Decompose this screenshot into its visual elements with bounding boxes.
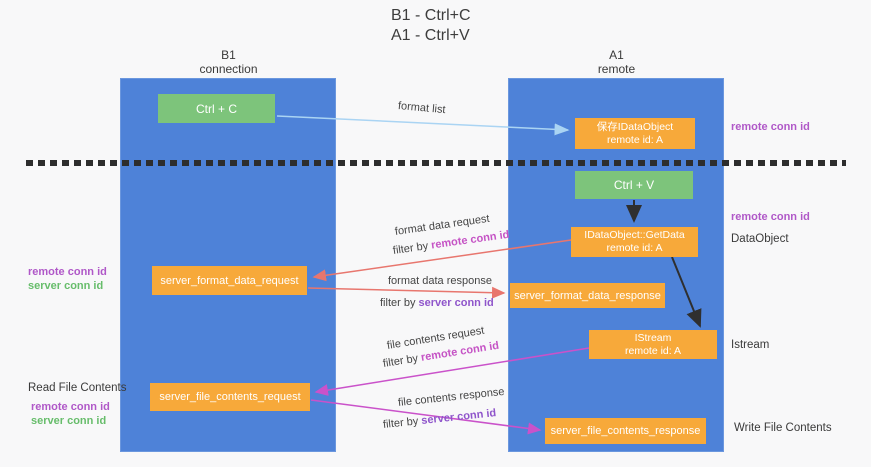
server-format-data-response-label: server_format_data_response xyxy=(514,289,661,302)
lane-title-b1: B1 connection xyxy=(120,48,337,76)
arrow-format-list xyxy=(276,115,570,136)
arrow-file-contents-response xyxy=(310,399,542,435)
ctrl-c-box: Ctrl + C xyxy=(158,94,275,123)
server-conn-id-annotation-left-bottom: server conn id xyxy=(31,415,107,427)
save-idataobject-label: 保存IDataObject xyxy=(596,120,674,133)
read-file-contents-annotation: Read File Contents xyxy=(28,382,127,394)
lane-a1-name: A1 xyxy=(609,48,624,62)
clipboard-boundary-divider xyxy=(26,160,846,166)
save-idataobject-remote-id: remote id: A xyxy=(606,133,664,146)
istream-label: IStream xyxy=(634,331,672,344)
server-file-contents-request-box: server_file_contents_request xyxy=(150,383,310,411)
server-conn-id-annotation-left-top: server conn id xyxy=(28,280,104,292)
remote-conn-id-annotation-left-bottom: remote conn id xyxy=(31,401,110,413)
diagram-title: B1 - Ctrl+C A1 - Ctrl+V xyxy=(391,6,471,46)
arrow-file-contents-request xyxy=(314,347,590,397)
server-file-contents-request-label: server_file_contents_request xyxy=(159,391,301,403)
arrow-format-data-response xyxy=(307,286,506,299)
remote-conn-id-annotation-right-top: remote conn id xyxy=(731,121,810,133)
server-format-data-response-box: server_format_data_response xyxy=(510,283,665,308)
lane-a1-subtitle: remote xyxy=(597,62,636,76)
remote-conn-id-annotation-left-top: remote conn id xyxy=(28,266,107,278)
remote-conn-id-annotation-right-mid: remote conn id xyxy=(731,211,810,223)
server-file-contents-response-label: server_file_contents_response xyxy=(550,425,701,437)
save-idataobject-box: 保存IDataObject remote id: A xyxy=(575,118,695,149)
getdata-label: IDataObject::GetData xyxy=(584,229,685,241)
server-format-data-request-box: server_format_data_request xyxy=(152,266,307,295)
lane-b1-name: B1 xyxy=(221,48,236,62)
lane-b1-subtitle: connection xyxy=(199,62,258,76)
istream-remote-id: remote id: A xyxy=(624,344,682,357)
server-format-data-request-label: server_format_data_request xyxy=(160,274,299,287)
server-file-contents-response-box: server_file_contents_response xyxy=(545,418,706,444)
ctrl-v-label: Ctrl + V xyxy=(613,178,655,192)
getdata-remote-id: remote id: A xyxy=(606,242,663,254)
lane-title-a1: A1 remote xyxy=(508,48,725,76)
ctrl-v-box: Ctrl + V xyxy=(575,171,693,199)
title-line-1: B1 - Ctrl+C xyxy=(391,7,471,24)
ctrl-c-label: Ctrl + C xyxy=(195,101,237,116)
arrow-getdata-to-istream xyxy=(671,256,702,328)
filter-by-server-conn-id-label-1: filter by server conn id xyxy=(380,297,494,309)
istream-annotation: Istream xyxy=(731,339,770,351)
dataobject-annotation: DataObject xyxy=(731,233,789,245)
idataobject-getdata-box: IDataObject::GetData remote id: A xyxy=(571,227,698,257)
arrow-format-data-request xyxy=(312,239,572,282)
istream-box: IStream remote id: A xyxy=(589,330,717,359)
format-data-response-label: format data response xyxy=(388,275,492,287)
write-file-contents-annotation: Write File Contents xyxy=(734,422,832,434)
title-line-2: A1 - Ctrl+V xyxy=(391,27,470,44)
